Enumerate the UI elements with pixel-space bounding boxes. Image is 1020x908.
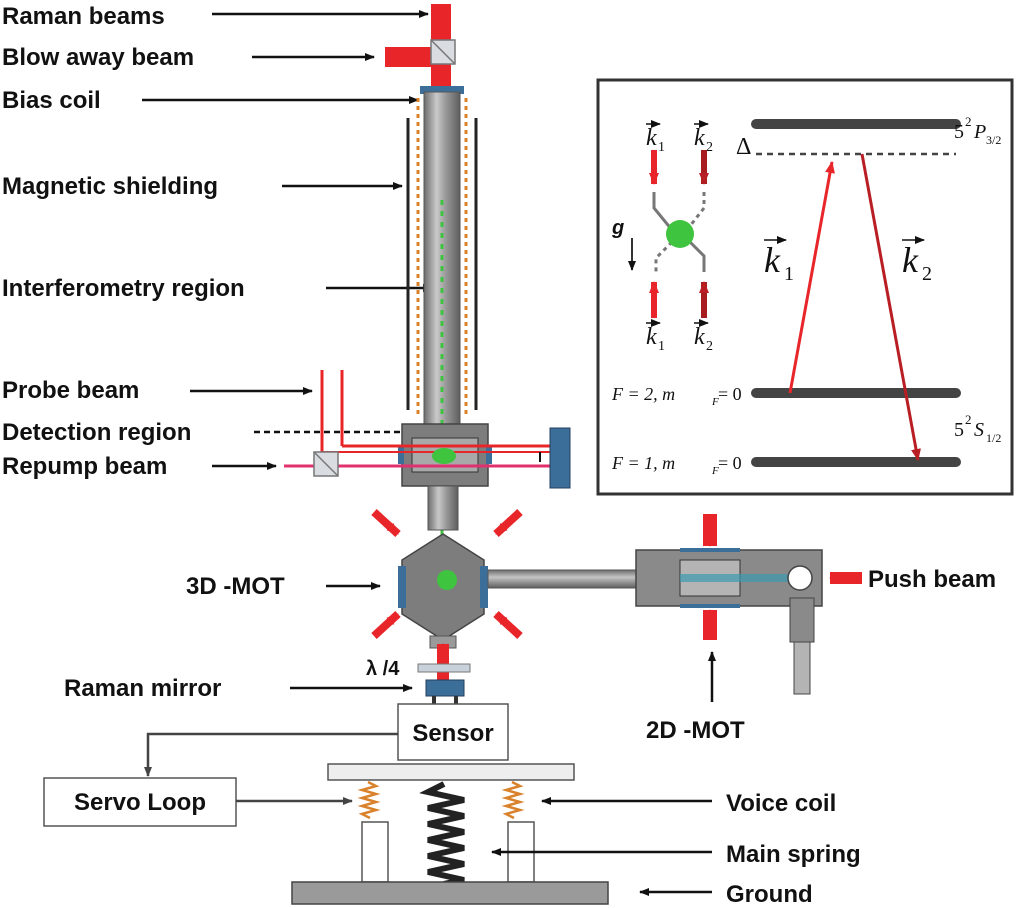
- k2-transition: [860, 153, 921, 461]
- main-spring: [419, 781, 465, 887]
- tube-top-flange: [420, 86, 464, 94]
- bias-coil-label: Bias coil: [2, 87, 101, 114]
- inset-frame: [596, 78, 1014, 496]
- svg-text:2: 2: [706, 140, 713, 155]
- mot-3d-label: 3D -MOT: [186, 573, 285, 600]
- detuning-label: Δ: [736, 134, 751, 160]
- svg-text:5: 5: [954, 419, 964, 441]
- cooling-beam-lr: [493, 611, 523, 639]
- svg-text:P: P: [973, 121, 986, 143]
- servo-loop-label: Servo Loop: [74, 789, 206, 816]
- svg-text:= 0: = 0: [718, 384, 742, 404]
- mot-2d-label: 2D -MOT: [646, 717, 745, 744]
- ground-state-label: 5 2 S 1/2: [954, 412, 1001, 445]
- svg-text:1: 1: [658, 339, 665, 354]
- energy-level-inset: k 1 k 2 g k 1 k 2 Δ: [596, 78, 1014, 496]
- mot-transfer-tube: [487, 569, 639, 589]
- svg-text:F = 2, m: F = 2, m: [611, 384, 675, 404]
- magnetic-shielding-label: Magnetic shielding: [2, 173, 218, 200]
- svg-text:2: 2: [706, 339, 713, 354]
- servo-loop-box: [43, 777, 237, 827]
- svg-text:k: k: [694, 324, 705, 350]
- raman-mirror: [425, 679, 465, 697]
- raman-beams-label: Raman beams: [2, 3, 165, 30]
- isolation-platform: [327, 763, 575, 781]
- svg-text:k: k: [646, 324, 657, 350]
- gravity-label: g: [611, 217, 624, 239]
- blow-away-beam-label: Blow away beam: [2, 44, 194, 71]
- lambda-4-label: λ /4: [366, 658, 400, 680]
- svg-text:k: k: [646, 125, 657, 151]
- detection-region-label: Detection region: [2, 419, 191, 446]
- svg-text:2: 2: [965, 412, 972, 427]
- svg-text:1: 1: [658, 140, 665, 155]
- svg-text:F = 1, m: F = 1, m: [611, 453, 675, 473]
- f1-level-label: F = 1, m F = 0: [611, 453, 742, 477]
- sensor-box: [397, 703, 509, 761]
- detection-atoms: [432, 448, 456, 464]
- raman-mirror-label: Raman mirror: [64, 675, 221, 702]
- sensor-label: Sensor: [412, 720, 493, 747]
- svg-text:= 0: = 0: [718, 453, 742, 473]
- push-beam-label: Push beam: [868, 566, 996, 593]
- svg-text:F: F: [711, 465, 719, 477]
- post-left: [361, 821, 389, 883]
- inset-atom: [666, 220, 694, 248]
- quarter-wave-plate: [417, 663, 471, 673]
- repump-beam-label: Repump beam: [2, 453, 167, 480]
- voice-coil-label: Voice coil: [726, 790, 836, 817]
- voice-coil-right: [501, 780, 525, 820]
- ground-plate: [291, 881, 609, 905]
- svg-text:5: 5: [954, 121, 964, 143]
- svg-text:1/2: 1/2: [986, 431, 1001, 445]
- k-vectors-bottom: k 1 k 2: [646, 319, 713, 354]
- f2-level-label: F = 2, m F = 0: [611, 384, 742, 408]
- interferometry-region-label: Interferometry region: [2, 275, 245, 302]
- push-mirror: [787, 565, 813, 591]
- svg-text:2: 2: [965, 114, 972, 129]
- k-vectors-top: k 1 k 2: [646, 120, 713, 155]
- cooling-beam-ul: [371, 509, 401, 537]
- cooling-beam-ur: [493, 509, 523, 537]
- svg-text:2: 2: [922, 263, 932, 285]
- excited-state-label: 5 2 P 3/2: [954, 114, 1001, 147]
- mot-3d-atom-cloud: [437, 570, 457, 590]
- probe-beam-label: Probe beam: [2, 377, 139, 404]
- svg-text:S: S: [974, 419, 984, 441]
- cooling-beam-ll: [371, 611, 401, 639]
- svg-text:F: F: [711, 396, 719, 408]
- svg-text:k: k: [694, 125, 705, 151]
- k1-transition: [788, 161, 835, 394]
- main-spring-label: Main spring: [726, 841, 861, 868]
- k1-large-label: k: [764, 240, 781, 280]
- svg-text:3/2: 3/2: [986, 133, 1001, 147]
- detection-mirror: [549, 427, 571, 489]
- ground-label: Ground: [726, 881, 813, 908]
- voice-coil-left: [357, 780, 381, 820]
- svg-text:1: 1: [784, 263, 794, 285]
- k2-large-label: k: [902, 240, 919, 280]
- mot-2d-port: [793, 641, 811, 695]
- blow-away-beam-bar: [385, 47, 435, 67]
- sensor-to-servo-arrow: [144, 732, 398, 777]
